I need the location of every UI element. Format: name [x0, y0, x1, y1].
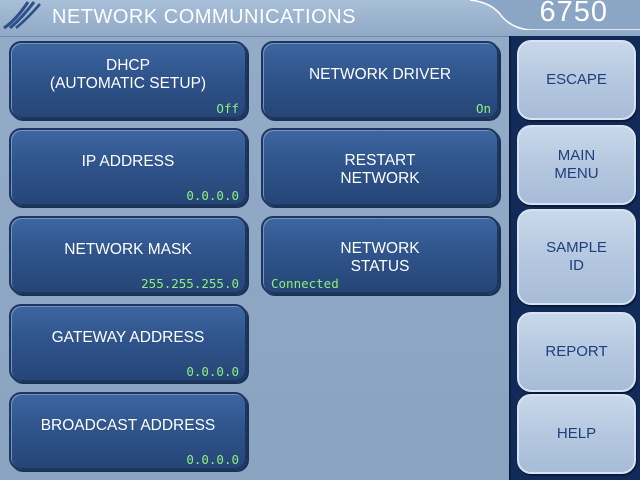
dhcp-value: Off [216, 101, 239, 116]
dhcp-button[interactable]: DHCP (AUTOMATIC SETUP) Off [9, 41, 247, 119]
header-bar: NETWORK COMMUNICATIONS 6750 [0, 0, 640, 37]
broadcast-address-label: BROADCAST ADDRESS [40, 417, 216, 434]
network-mask-label: NETWORK MASK [64, 241, 192, 258]
gateway-address-button[interactable]: GATEWAY ADDRESS 0.0.0.0 [9, 304, 247, 382]
broadcast-address-button[interactable]: BROADCAST ADDRESS 0.0.0.0 [9, 392, 247, 470]
escape-label: ESCAPE [546, 71, 607, 88]
ip-address-button[interactable]: IP ADDRESS 0.0.0.0 [9, 128, 247, 206]
network-status-label: NETWORK STATUS [340, 240, 420, 275]
network-mask-button[interactable]: NETWORK MASK 255.255.255.0 [9, 216, 247, 294]
gateway-address-value: 0.0.0.0 [186, 364, 239, 379]
model-tab-shape [470, 0, 640, 30]
network-status-button[interactable]: NETWORK STATUS Connected [261, 216, 499, 294]
restart-network-button[interactable]: RESTART NETWORK [261, 128, 499, 206]
sidebar: ESCAPE MAIN MENU SAMPLE ID REPORT HELP [509, 36, 640, 480]
restart-network-label: RESTART NETWORK [340, 152, 420, 187]
model-number: 6750 [539, 0, 608, 28]
gateway-address-label: GATEWAY ADDRESS [51, 329, 205, 346]
main-menu-label: MAIN MENU [554, 147, 599, 182]
sample-id-button[interactable]: SAMPLE ID [517, 209, 636, 305]
sample-id-label: SAMPLE ID [546, 239, 607, 274]
report-label: REPORT [545, 343, 608, 360]
ip-address-value: 0.0.0.0 [186, 188, 239, 203]
help-button[interactable]: HELP [517, 394, 636, 474]
broadcast-address-value: 0.0.0.0 [186, 452, 239, 467]
network-status-value: Connected [271, 276, 339, 291]
help-label: HELP [556, 425, 597, 442]
report-button[interactable]: REPORT [517, 312, 636, 392]
page-title: NETWORK COMMUNICATIONS [52, 6, 356, 28]
main-menu-button[interactable]: MAIN MENU [517, 125, 636, 205]
network-driver-button[interactable]: NETWORK DRIVER On [261, 41, 499, 119]
brand-logo-icon [3, 1, 41, 30]
network-mask-value: 255.255.255.0 [141, 276, 239, 291]
escape-button[interactable]: ESCAPE [517, 40, 636, 120]
network-driver-label: NETWORK DRIVER [308, 66, 452, 83]
dhcp-label: DHCP (AUTOMATIC SETUP) [49, 57, 207, 92]
ip-address-label: IP ADDRESS [81, 153, 175, 170]
network-driver-value: On [475, 101, 491, 116]
